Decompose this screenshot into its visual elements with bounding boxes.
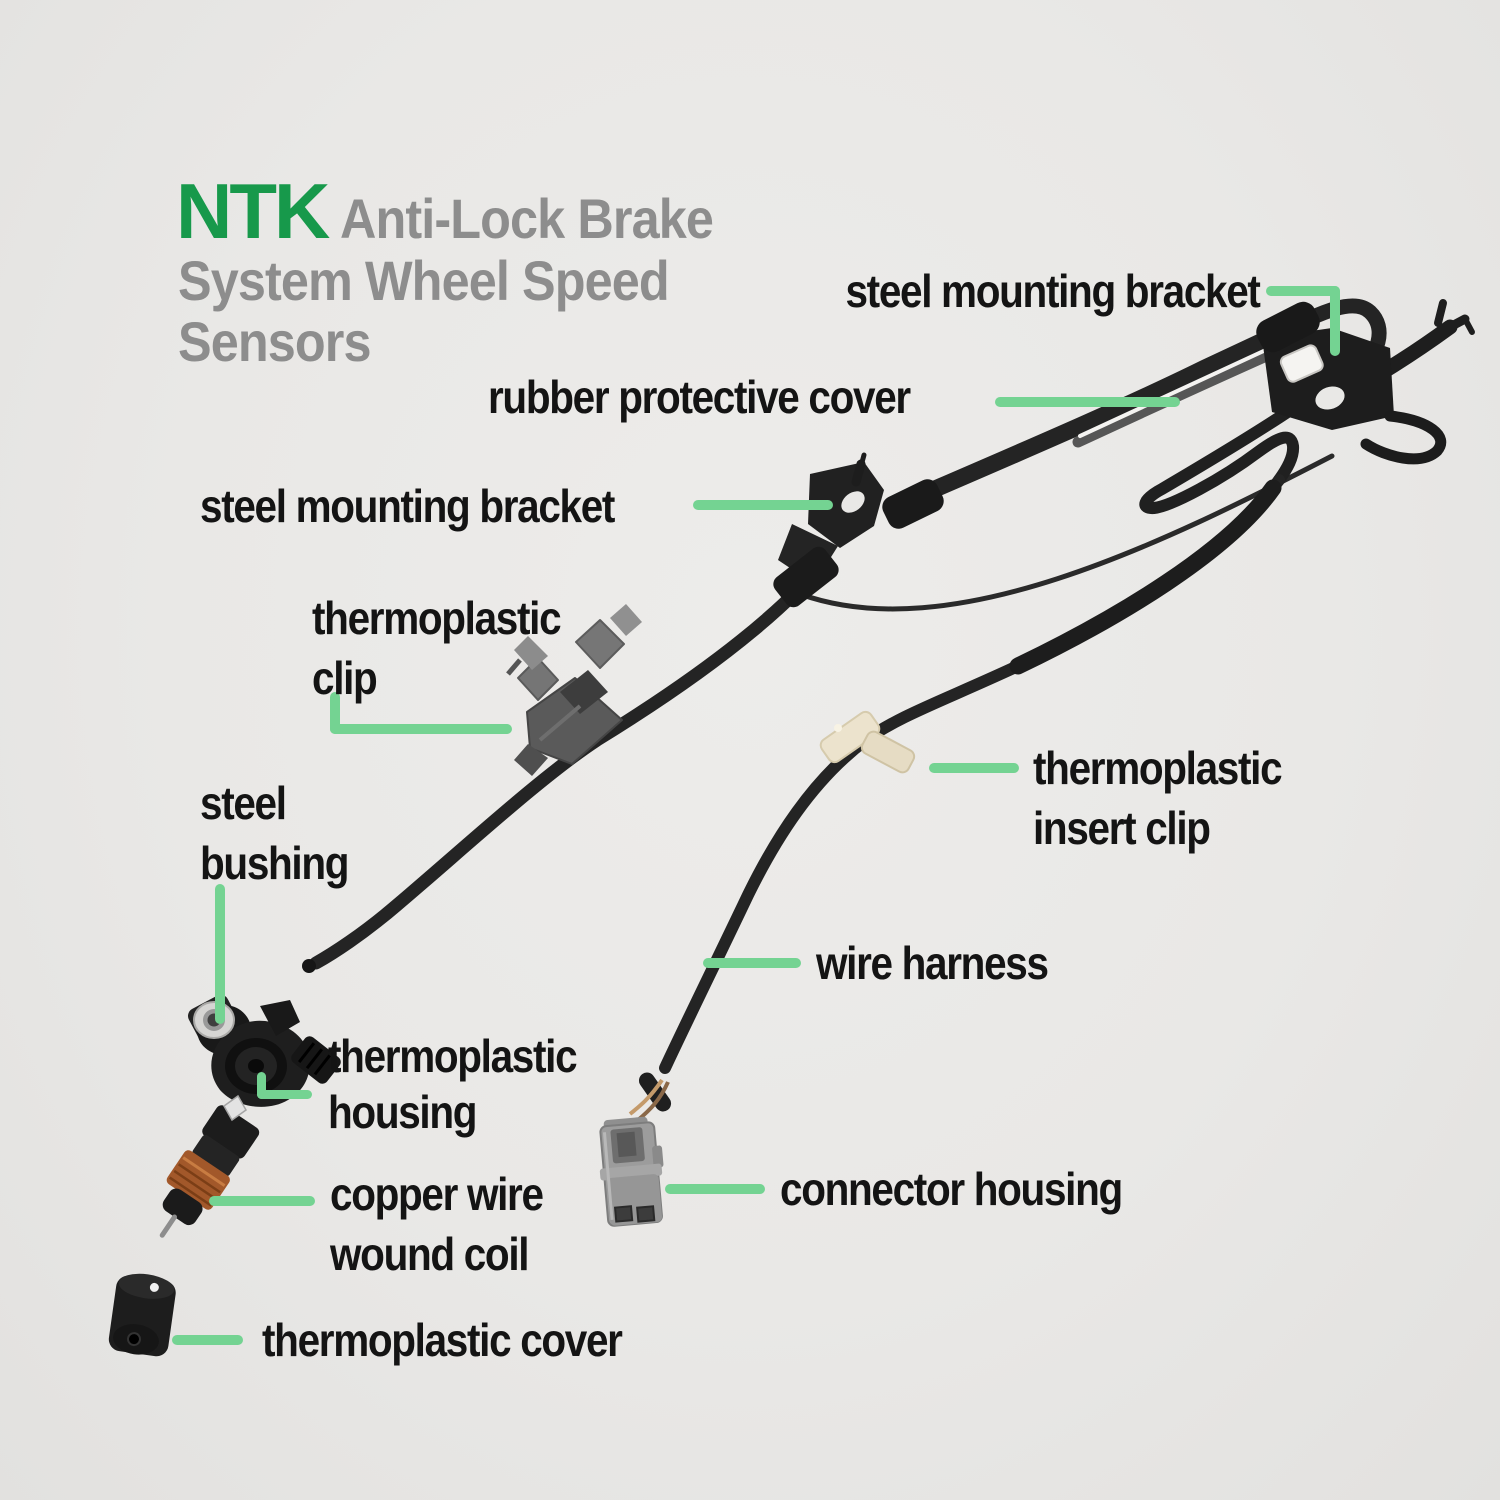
sensor-cable-upper bbox=[919, 322, 1293, 501]
wire-harness-sleeve bbox=[1009, 479, 1282, 675]
copper-winding bbox=[166, 1150, 230, 1210]
leader-steel-bushing bbox=[215, 884, 225, 1024]
label-thermoplastic-cover: thermoplastic cover bbox=[262, 1314, 623, 1366]
sensor-cable-lower bbox=[309, 583, 805, 970]
sensor-connector-stub bbox=[291, 1036, 341, 1084]
ntk-logo: NTK bbox=[176, 167, 330, 255]
steel-mounting-bracket-top-part bbox=[1256, 301, 1447, 465]
leader-wire-harness bbox=[703, 958, 801, 968]
leader-thermoplastic-clip-v bbox=[330, 692, 340, 734]
leader-steel-mounting-bracket-mid bbox=[693, 500, 833, 510]
title-line-3: Sensors bbox=[178, 310, 371, 373]
leader-steel-mounting-bracket-top-h bbox=[1266, 286, 1340, 296]
connector-housing-part bbox=[599, 1072, 672, 1227]
copper-coil-part bbox=[159, 1094, 260, 1238]
leader-connector-housing bbox=[665, 1184, 765, 1194]
bracket-arm-pin bbox=[1434, 299, 1447, 327]
label-connector-housing: connector housing bbox=[780, 1163, 1123, 1215]
leader-steel-mounting-bracket-top-v bbox=[1330, 286, 1340, 356]
cable-end-tip bbox=[302, 959, 316, 973]
label-steel-mounting-bracket-mid: steel mounting bracket bbox=[200, 480, 615, 532]
leader-thermoplastic-housing-v bbox=[257, 1072, 266, 1099]
exposed-wire-1 bbox=[628, 1078, 664, 1116]
label-steel-bushing: steel bushing bbox=[200, 777, 349, 889]
leader-thermoplastic-insert-clip bbox=[929, 763, 1019, 773]
bracket-arm-tip bbox=[1462, 316, 1475, 335]
label-rubber-protective-cover: rubber protective cover bbox=[488, 371, 911, 423]
thermoplastic-cover-part bbox=[108, 1273, 176, 1357]
steel-mounting-bracket-mid-part bbox=[773, 452, 944, 608]
leader-thermoplastic-clip-h bbox=[330, 724, 512, 734]
title-line-1: Anti-Lock Brake bbox=[340, 187, 714, 250]
leader-copper-wire-wound-coil bbox=[209, 1196, 315, 1206]
thermoplastic-clip-part bbox=[506, 604, 642, 776]
title-line-2: System Wheel Speed bbox=[178, 249, 670, 312]
label-wire-harness: wire harness bbox=[816, 937, 1049, 989]
label-thermoplastic-insert-clip: thermoplastic insert clip bbox=[1033, 742, 1283, 854]
label-thermoplastic-housing: thermoplastic housing bbox=[328, 1030, 578, 1138]
rubber-grommet bbox=[1256, 301, 1320, 353]
label-steel-mounting-bracket-top: steel mounting bracket bbox=[845, 265, 1261, 317]
thin-sensor-wire bbox=[797, 453, 1335, 612]
label-copper-wire-wound-coil: copper wire wound coil bbox=[330, 1168, 544, 1280]
leader-rubber-protective-cover bbox=[995, 397, 1180, 407]
coil-metal-claw bbox=[223, 1094, 247, 1122]
leader-thermoplastic-housing-h bbox=[257, 1090, 312, 1099]
leader-thermoplastic-cover bbox=[172, 1335, 243, 1345]
thermoplastic-insert-clip-part bbox=[819, 710, 916, 774]
white-rubber-patch bbox=[1279, 344, 1324, 383]
label-thermoplastic-clip: thermoplastic clip bbox=[312, 592, 562, 704]
cable-hairpin bbox=[1139, 403, 1300, 515]
cover-highlight-dot bbox=[149, 1282, 159, 1292]
